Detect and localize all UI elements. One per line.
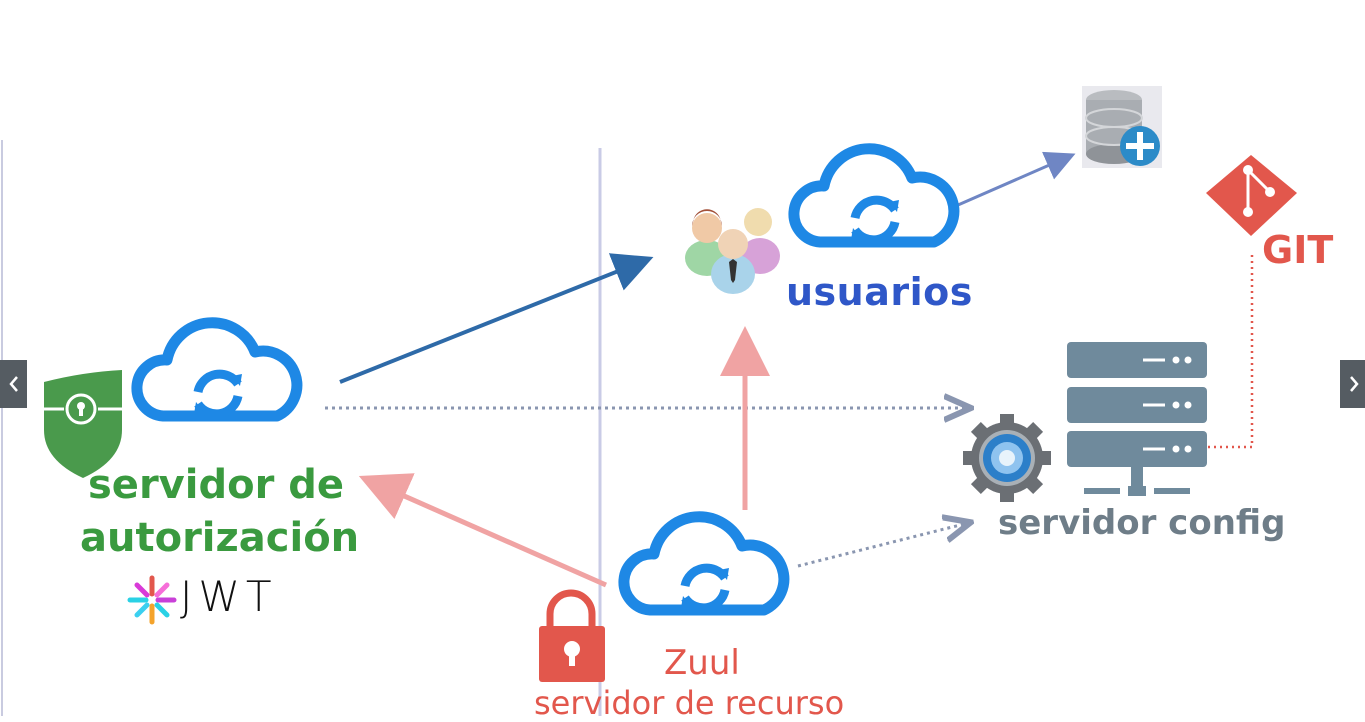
chevron-right-icon [1349, 376, 1359, 392]
auth-server-label-line2: autorización [80, 515, 360, 561]
database-plus-icon [1082, 86, 1162, 168]
zuul-label: Zuul [664, 643, 740, 683]
jwt-logo-icon [127, 575, 177, 625]
arrow-usuarios-to-database [957, 151, 1076, 207]
cloud-sync-icon [794, 149, 954, 242]
chevron-left-icon [8, 376, 18, 392]
jwt-label: JWT [180, 572, 278, 621]
usuarios-label: usuarios [786, 270, 973, 314]
arrow-auth-to-usuarios [339, 253, 654, 384]
git-icon [1206, 155, 1297, 236]
shield-lock-icon [44, 370, 122, 478]
cloud-sync-icon [624, 517, 784, 610]
git-label: GIT [1262, 228, 1334, 272]
auth-server-label-line1: servidor de [88, 462, 344, 508]
server-stack-icon [1067, 342, 1207, 496]
next-slide-button[interactable] [1340, 360, 1365, 408]
gear-icon [963, 414, 1051, 502]
previous-slide-button[interactable] [0, 360, 27, 408]
cloud-sync-icon [137, 323, 297, 416]
padlock-icon [539, 589, 605, 682]
arrow-zuul-to-config [797, 523, 968, 568]
config-server-label: servidor config [998, 503, 1286, 543]
users-group-icon [685, 208, 780, 294]
git-connection-line [1208, 252, 1254, 449]
arrow-zuul-to-auth [358, 473, 608, 588]
resource-server-label: servidor de recurso [534, 684, 845, 722]
